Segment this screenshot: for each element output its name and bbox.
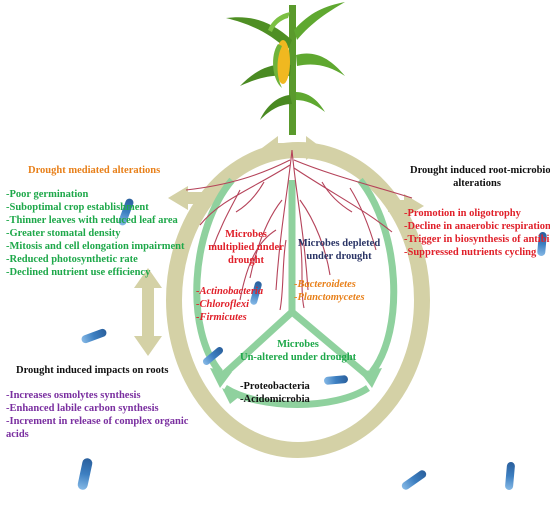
bacterium-icon [81, 328, 107, 344]
bacterium-icon [118, 198, 134, 226]
list-item: -Enhanced labile carbon synthesis [6, 403, 159, 414]
bacterium-icon [202, 347, 224, 365]
bacterium-icon [324, 375, 348, 385]
depleted-taxa-list: -Bacteroidetes -Planctomycetes [294, 278, 365, 304]
roots-box-list: -Increases osmolytes synthesis -Enhanced… [6, 389, 188, 441]
left-box-list: -Poor germination -Suboptimal crop estab… [6, 188, 185, 279]
list-item: -Planctomycetes [294, 292, 365, 303]
list-item: -Poor germination [6, 189, 89, 200]
segment-arrowheads [210, 368, 382, 404]
segment-arrows [193, 177, 398, 408]
bacterium-icon [401, 470, 427, 490]
list-item: -Greater stomatal density [6, 228, 121, 239]
multiplied-segment-title: Microbes multiplied under drought [208, 229, 284, 266]
list-item: -Increases osmolytes synthesis [6, 390, 141, 401]
list-item: -Mitosis and cell elongation impairment [6, 241, 185, 252]
double-arrow-icon [134, 268, 162, 356]
bacterium-icon [250, 281, 262, 305]
maize-plant-icon [226, 2, 345, 135]
list-item: -Acidomicrobia [240, 394, 310, 405]
list-item: -Trigger in biosynthesis of antibiotics [404, 234, 550, 245]
depleted-segment-title: Microbes depleted under drought [297, 238, 381, 262]
list-item: -Firmicutes [196, 312, 247, 323]
list-item: -Actinobacteria [196, 286, 264, 297]
list-item: -Bacteroidetes [294, 279, 356, 290]
list-item: -Suppressed nutrients cycling [404, 247, 537, 258]
list-item: -Thinner leaves with reduced leaf area [6, 215, 178, 226]
list-item: -Promotion in oligotrophy [404, 208, 521, 219]
list-item: -Reduced photosynthetic rate [6, 254, 138, 265]
list-item: acids [6, 429, 29, 440]
root-system [185, 149, 413, 311]
right-box-list: -Promotion in oligotrophy -Decline in an… [404, 207, 550, 259]
list-item: -Increment in release of complex organic [6, 416, 189, 427]
multiplied-taxa-list: -Actinobacteria -Chloroflexi -Firmicutes [196, 285, 263, 324]
bacterium-icon [77, 458, 93, 490]
list-item: -Suboptimal crop establishment [6, 202, 149, 213]
connector-arrows [168, 186, 424, 218]
unaltered-taxa-list: -Proteobacteria -Acidomicrobia [240, 380, 310, 406]
roots-box-title: Drought induced impacts on roots [16, 365, 169, 376]
bacterium-icon [505, 462, 515, 490]
list-item: -Decline in anaerobic respiration [404, 221, 550, 232]
unaltered-segment-title: Microbes Un-altered under drought [240, 339, 357, 363]
list-item: -Declined nutrient use efficiency [6, 267, 151, 278]
list-item: -Proteobacteria [240, 381, 310, 392]
double-arrow-icon [262, 136, 322, 160]
list-item: -Chloroflexi [196, 299, 250, 310]
bacterium-icon [537, 232, 547, 256]
left-box-title: Drought mediated alterations [28, 165, 161, 176]
right-box-title: Drought induced root-microbiome alterati… [410, 165, 550, 189]
